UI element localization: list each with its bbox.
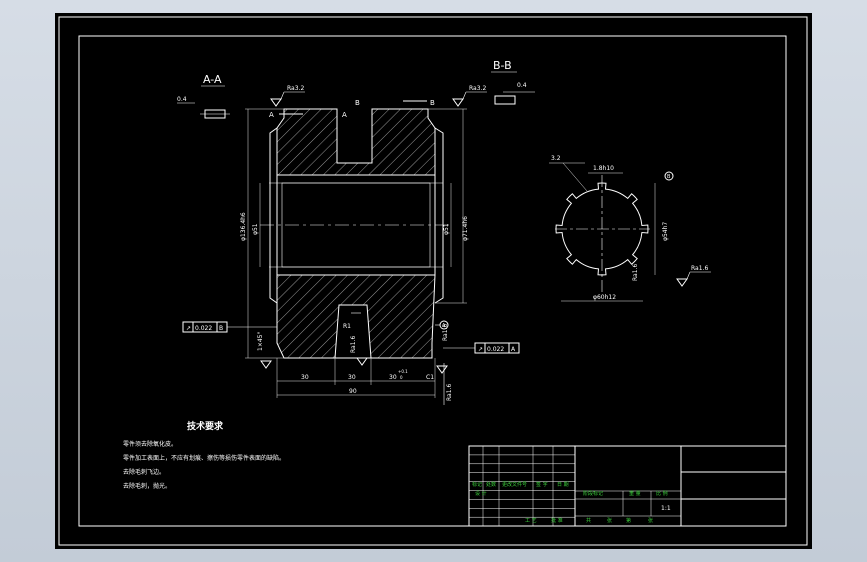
- roughness-value-3: Ra1.6: [632, 264, 639, 281]
- tech-req-item-3: 去除毛刺飞边。: [123, 468, 165, 476]
- tb-scale-label: 比 例: [656, 490, 668, 497]
- roughness-symbol-4: [356, 357, 368, 366]
- left-symbol-value: 0.4: [177, 96, 187, 103]
- width-30-c: 30: [389, 374, 397, 381]
- cut-mark-a-left: A: [269, 111, 274, 119]
- section-aa-view[interactable]: A-A: [177, 73, 535, 405]
- gdt-right-value: 0.022: [487, 346, 504, 353]
- radius-note: R1: [343, 323, 351, 330]
- gdt-frame-left[interactable]: ↗ 0.022 B: [182, 321, 277, 333]
- gdt-frame-right[interactable]: ↗ 0.022 A: [443, 342, 520, 354]
- inner-border: [78, 35, 787, 527]
- width-30-b: 30: [348, 374, 356, 381]
- section-aa-label: A-A: [203, 73, 222, 86]
- tol-minus: 0: [400, 375, 403, 380]
- datum-b-marker: [664, 171, 674, 181]
- title-block-grid: [469, 446, 681, 526]
- tb-page-of: 张: [648, 517, 653, 524]
- tb-sheet-of: 张: [607, 517, 612, 524]
- datum-b-text: B: [667, 174, 671, 180]
- dim-outer-dia-left: φ136.4h6: [240, 212, 247, 241]
- roughness-symbol-3: [260, 360, 272, 369]
- spline-inner-text: φ54h7: [662, 222, 669, 241]
- tb-scale-value: 1:1: [661, 505, 671, 512]
- chamfer-left-note: 1×45°: [257, 332, 264, 351]
- tb-header-date: 日 期: [557, 482, 569, 488]
- roughness-leader-1: [280, 91, 285, 100]
- tb-header-mark: 标记: [472, 481, 482, 488]
- outer-border: [58, 16, 808, 546]
- tb-stage-label: 阶段标记: [583, 490, 603, 497]
- upper-hatched-body: [276, 108, 436, 176]
- tb-header-count: 处数: [486, 481, 496, 488]
- tech-req-item-2: 零件加工表面上，不应有划痕、擦伤等损伤零件表面的缺陷。: [123, 454, 285, 462]
- roughness-leader-2: [462, 91, 467, 100]
- roughness-leader-7: [686, 271, 691, 280]
- tech-req-item-4: 去除毛刺，抛光。: [123, 482, 171, 490]
- tb-header-sign: 签 字: [536, 481, 548, 488]
- spline-angle-text: 3.2: [551, 155, 561, 162]
- dim-inner-dia: φ51: [443, 223, 450, 235]
- roughness-value-4: Ra1.6: [442, 324, 449, 341]
- roughness-value-5: Ra1.6: [350, 336, 357, 353]
- roughness-symbol-6: [676, 278, 688, 287]
- datum-a-text: A: [442, 323, 446, 329]
- roughness-value-6: Ra1.6: [446, 384, 453, 401]
- dim-outer-dia-right: φ71.4h6: [462, 216, 469, 241]
- right-symbol-value: 0.4: [517, 82, 527, 89]
- tb-page-label: 第: [626, 517, 631, 524]
- tb-design-label: 设 计: [475, 490, 487, 497]
- roughness-value-7: Ra1.6: [691, 265, 708, 272]
- right-shoulder: [434, 127, 444, 304]
- spline-angle-arrow: [562, 162, 588, 192]
- spline-profile: [555, 182, 649, 276]
- tol-plus: +0.1: [398, 369, 408, 374]
- spline-outline: [555, 182, 649, 276]
- width-30-a: 30: [301, 374, 309, 381]
- drawing-viewport[interactable]: A-A: [55, 13, 812, 549]
- tb-header-file: 更改文件号: [502, 481, 527, 488]
- title-block-frame: [468, 445, 787, 527]
- roughness-value-1: Ra3.2: [287, 85, 304, 92]
- drawing-canvas[interactable]: A-A: [55, 13, 812, 549]
- roughness-symbol-1: [270, 98, 282, 107]
- section-bb-view[interactable]: B-B 3.2 1.8h10 φ60h12 φ54h7 B: [442, 59, 711, 341]
- gdt-right-datum: A: [511, 346, 516, 353]
- slot-width-text: 1.8h10: [593, 165, 614, 172]
- left-shoulder: [269, 127, 278, 304]
- cut-mark-b-right: B: [430, 99, 435, 107]
- tb-weight-label: 重 量: [629, 490, 641, 497]
- right-symbol-box: [494, 95, 516, 105]
- title-block[interactable]: 标记 处数 更改文件号 签 字 日 期 设 计 阶段标记 重 量 比 例 1:1…: [468, 445, 787, 527]
- gdt-left-value: 0.022: [195, 325, 212, 332]
- tb-approve-label: 批 准: [551, 517, 563, 524]
- tech-req-title: 技术要求: [187, 420, 224, 432]
- tb-process-label: 工 艺: [525, 518, 537, 524]
- cut-mark-b-left: B: [355, 99, 360, 107]
- tech-req-item-1: 零件须去除氧化皮。: [123, 440, 177, 448]
- section-bb-label: B-B: [493, 59, 512, 72]
- roughness-value-2: Ra3.2: [469, 85, 486, 92]
- svg-text:↗: ↗: [186, 325, 191, 332]
- total-width: 90: [349, 388, 357, 395]
- gdt-left-datum: B: [219, 325, 223, 332]
- svg-text:↗: ↗: [478, 346, 483, 353]
- roughness-symbol-2: [452, 98, 464, 107]
- spline-outer-text: φ60h12: [593, 294, 616, 301]
- technical-requirements: 技术要求 零件须去除氧化皮。 零件加工表面上，不应有划痕、擦伤等损伤零件表面的缺…: [123, 420, 285, 490]
- roughness-symbol-5: [436, 365, 448, 374]
- cut-mark-a-right: A: [342, 111, 347, 119]
- tb-sheet-label: 共: [586, 517, 591, 524]
- chamfer-right-note: C1: [426, 374, 434, 381]
- dim-bore-dia: φ51: [252, 223, 259, 235]
